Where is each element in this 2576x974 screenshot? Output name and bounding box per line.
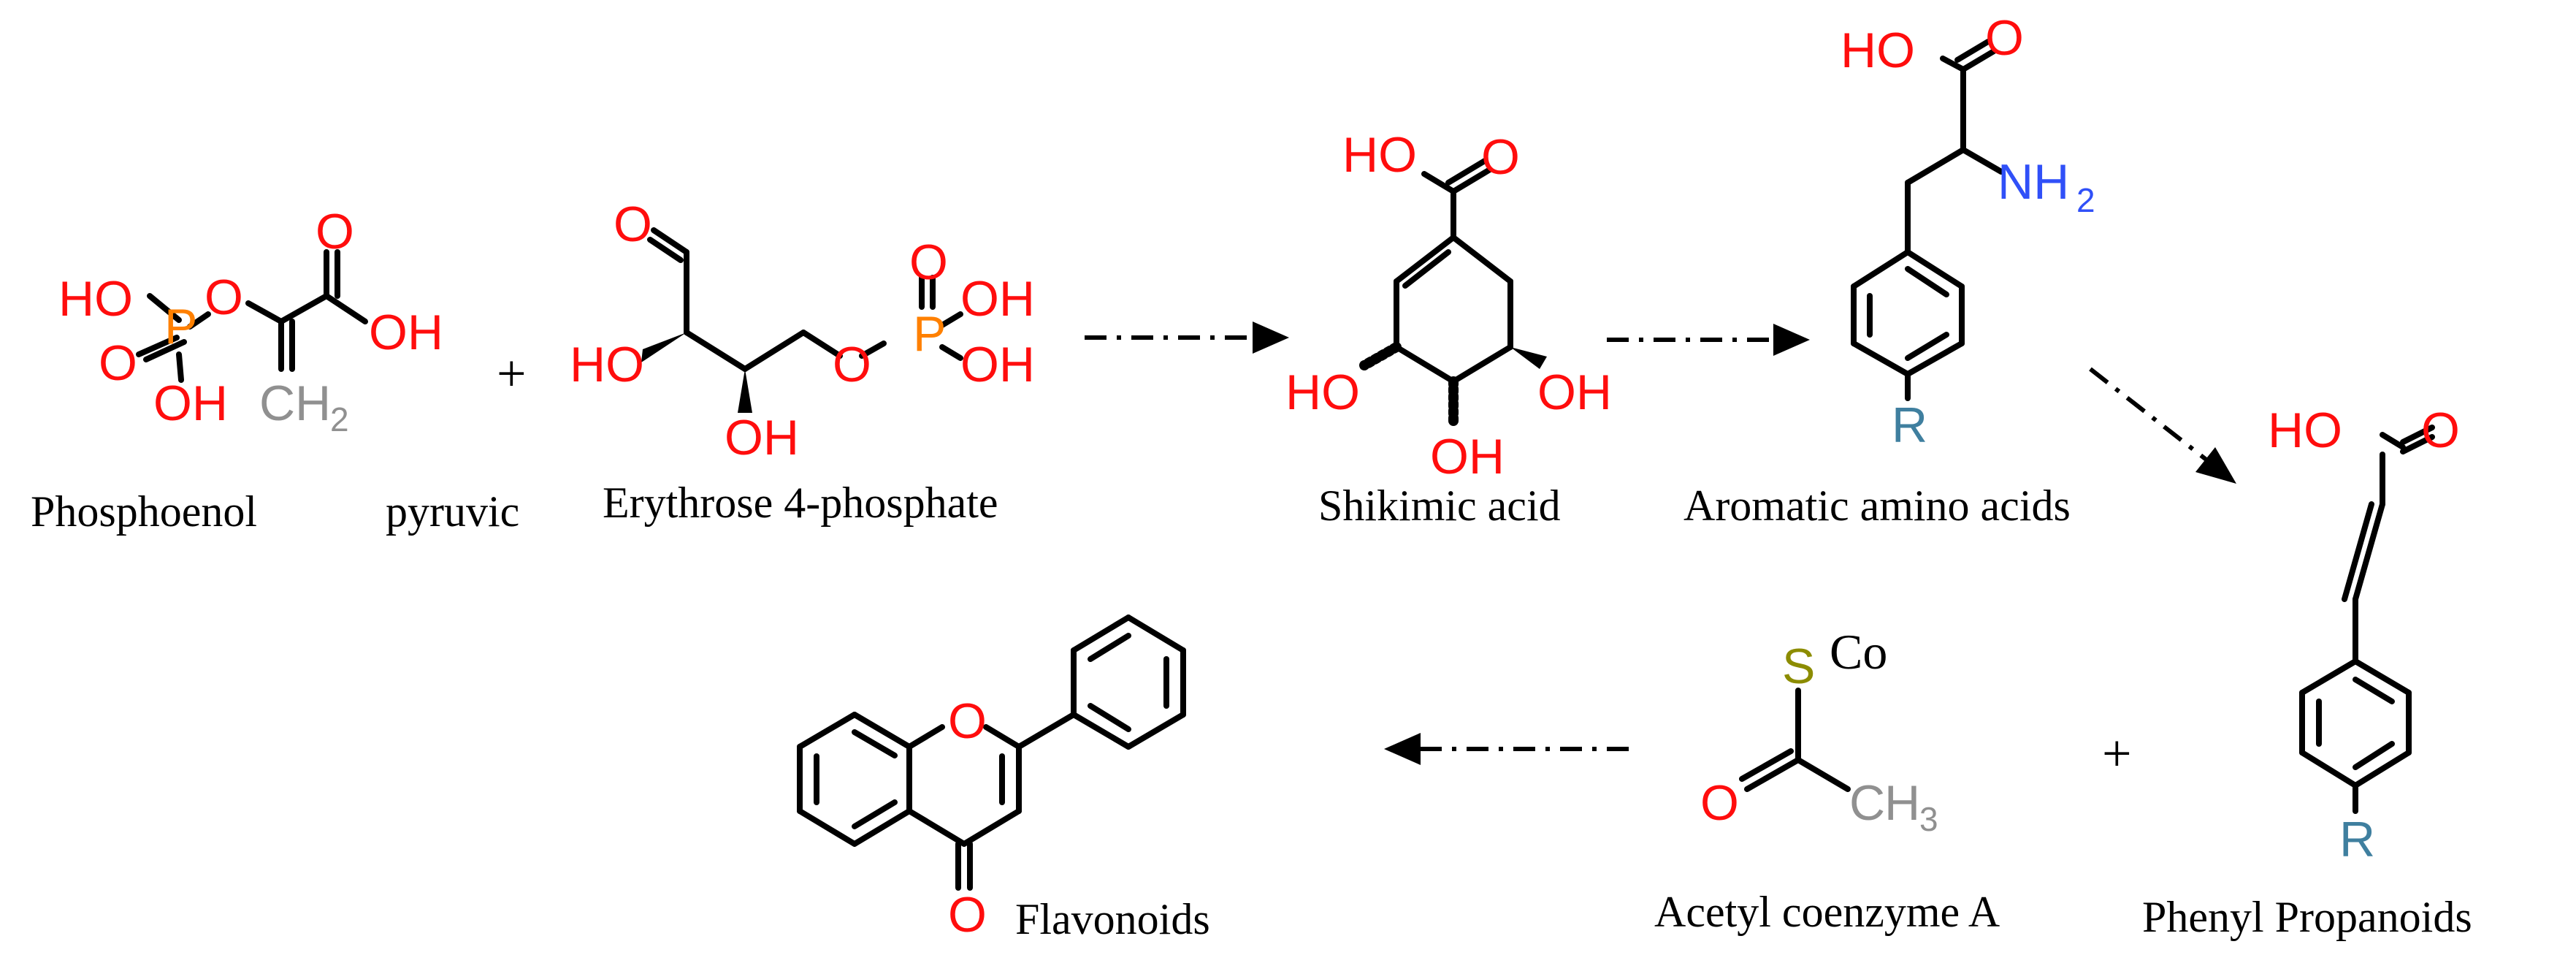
pyruvic-label: pyruvic <box>386 487 519 536</box>
carbonyl-oxygen-atom: O <box>316 204 354 259</box>
methyl-c: C <box>1849 775 1885 831</box>
methylene-subscript: 2 <box>330 400 349 438</box>
shikimic-oh-right: OH <box>1537 365 1612 420</box>
phenylpropanoid-structure: HO O R <box>2268 403 2460 867</box>
aromatic-label: Aromatic amino acids <box>1683 482 2071 530</box>
shikimic-oh-bottom: OH <box>1430 429 1505 484</box>
erythrose-oh-label-1: OH <box>960 271 1035 327</box>
phosphate-oh-label: OH <box>153 376 228 431</box>
phenylpropanoid-ho-label: HO <box>2268 403 2342 458</box>
erythrose-phosphorus-atom: P <box>913 306 946 362</box>
arrow-to-aromatic <box>1607 324 1810 356</box>
acetyl-carbonyl-oxygen: O <box>1700 775 1739 831</box>
amino-acid-ho-label: HO <box>1841 23 1915 78</box>
phenyl-label: Phenyl Propanoids <box>2142 893 2472 941</box>
flavone-carbonyl-oxygen: O <box>948 887 987 943</box>
shikimic-label: Shikimic acid <box>1318 482 1561 530</box>
methylene-c: C <box>259 376 295 431</box>
acetyl-coa-structure: S Co O C H 3 <box>1700 624 1938 838</box>
acetyl-label: Acetyl coenzyme A <box>1654 888 2000 936</box>
plus-sign-1: + <box>497 344 527 403</box>
aldehyde-oxygen-atom: O <box>614 197 652 252</box>
wedge-bond-c2 <box>641 332 687 362</box>
phosphoenol-label: Phosphoenol <box>31 487 257 536</box>
phenylpropanoid-r-group: R <box>2339 812 2375 867</box>
carboxyl-oh-label: OH <box>369 305 443 360</box>
arrow-to-phenylpropanoids <box>2089 367 2236 484</box>
shikimic-carbonyl-oxygen: O <box>1481 129 1520 185</box>
shikimic-ho-label: HO <box>1342 127 1417 183</box>
erythrose-phosphoryl-oxygen: O <box>909 235 948 290</box>
amino-acid-carbonyl-oxygen: O <box>1985 10 2024 66</box>
shikimic-wedge-bond <box>1510 347 1547 369</box>
phosphorus-atom: P <box>164 299 197 354</box>
methylene-group: C H 2 <box>259 376 349 438</box>
methyl-h: H <box>1884 775 1920 831</box>
peptide-ho-label: HO <box>58 271 133 327</box>
amino-acid-r-group: R <box>1892 397 1927 453</box>
erythrose-label: Erythrose 4-phosphate <box>603 479 998 527</box>
aromatic-amino-acid-structure: HO O NH 2 R <box>1841 10 2095 453</box>
flavone-structure: O O <box>797 615 1186 943</box>
coenzyme-co-label: Co <box>1830 624 1887 680</box>
methyl-subscript: 3 <box>1919 800 1938 838</box>
c2-ho-label: HO <box>570 337 644 392</box>
phosphoryl-oxygen-atom: O <box>99 335 137 391</box>
phenylpropanoid-carbonyl-oxygen: O <box>2421 403 2460 458</box>
amino-group: NH 2 <box>1998 154 2095 219</box>
erythrose-oh-label-2: OH <box>960 337 1035 392</box>
wedge-bond-c3 <box>738 369 752 413</box>
phosphate-ester-oxygen: O <box>833 337 871 392</box>
arrow-to-flavonoids <box>1384 733 1629 765</box>
amino-nh: NH <box>1998 154 2069 210</box>
phosphoenolpyruvate-structure: HO P O O OH O OH C H 2 <box>58 204 443 438</box>
ester-oxygen-atom: O <box>205 270 243 325</box>
erythrose-4-phosphate-structure: O HO OH O P O OH OH <box>570 197 1035 465</box>
methyl-group: C H 3 <box>1849 775 1938 838</box>
ring-oxygen-atom: O <box>948 693 987 749</box>
sulfur-atom: S <box>1782 639 1815 694</box>
shikimic-acid-structure: HO O HO OH OH <box>1285 127 1612 484</box>
shikimic-ho-left: HO <box>1285 365 1360 420</box>
c3-oh-label: OH <box>725 410 799 465</box>
arrow-to-shikimic <box>1085 322 1289 354</box>
plus-sign-2: + <box>2102 724 2132 783</box>
methylene-h: H <box>295 376 331 431</box>
flavonoids-label: Flavonoids <box>1015 895 1210 943</box>
amino-subscript: 2 <box>2076 181 2095 219</box>
